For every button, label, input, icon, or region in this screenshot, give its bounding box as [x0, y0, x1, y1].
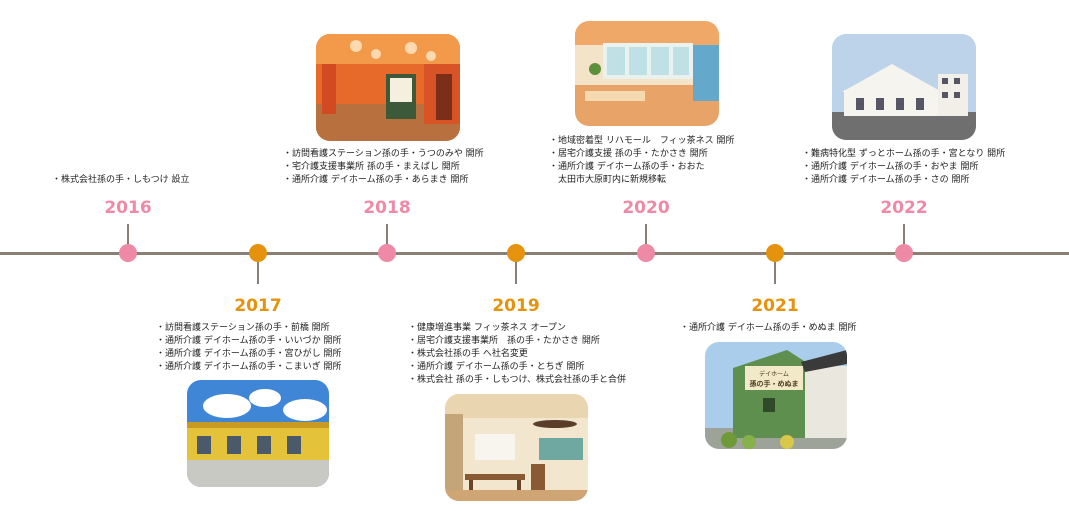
photo-2020-room [575, 21, 719, 126]
photo-2019-interior [445, 394, 588, 501]
event-item: ・通所介護 デイホーム孫の手・めぬま 開所 [680, 323, 857, 333]
event-item: ・通所介護 デイホーム孫の手・あらまき 開所 [283, 175, 469, 185]
event-item: ・通所介護 デイホーム孫の手・こまいぎ 開所 [156, 362, 342, 372]
tick-2020 [645, 224, 647, 246]
event-item: ・通所介護 デイホーム孫の手・とちぎ 開所 [408, 362, 585, 372]
event-item: ・株式会社孫の手 へ社名変更 [408, 349, 528, 359]
tick-2018 [386, 224, 388, 246]
milestone-dot-2021 [766, 244, 784, 262]
event-item: ・難病特化型 ずっとホーム孫の手・宮となり 開所 [802, 149, 1006, 159]
event-item: ・訪問看護ステーション孫の手・うつのみや 開所 [283, 149, 484, 159]
milestone-dot-2019 [507, 244, 525, 262]
events-2017: ・訪問看護ステーション孫の手・前橋 開所 ・通所介護 デイホーム孫の手・いいづか… [156, 322, 341, 374]
milestone-dot-2016 [119, 244, 137, 262]
event-item: 太田市大原町内に新規移転 [549, 175, 667, 185]
photo-2021-building: デイホーム 孫の手・めぬま [705, 342, 847, 449]
event-item: ・健康増進事業 フィッ茶ネス オープン [408, 323, 567, 333]
event-item: ・株式会社 孫の手・しもつけ、株式会社孫の手と合併 [408, 375, 627, 385]
tick-2017 [257, 262, 259, 284]
events-2021: ・通所介護 デイホーム孫の手・めぬま 開所 [680, 322, 856, 335]
milestone-dot-2017 [249, 244, 267, 262]
event-item: ・訪問看護ステーション孫の手・前橋 開所 [156, 323, 330, 333]
event-item: ・通所介護 デイホーム孫の手・おおた [549, 162, 705, 172]
event-item: ・株式会社孫の手・しもつけ 設立 [52, 175, 190, 185]
tick-2016 [127, 224, 129, 246]
photo-2022-building [832, 34, 976, 140]
milestone-dot-2020 [637, 244, 655, 262]
year-label-2017: 2017 [234, 296, 282, 316]
year-label-2018: 2018 [363, 198, 411, 218]
events-2022: ・難病特化型 ずっとホーム孫の手・宮となり 開所 ・通所介護 デイホーム孫の手・… [802, 148, 1005, 187]
year-label-2019: 2019 [492, 296, 540, 316]
tick-2022 [903, 224, 905, 246]
sign-text-line2: 孫の手・めぬま [750, 379, 799, 388]
events-2018: ・訪問看護ステーション孫の手・うつのみや 開所 ・宅介護支援事業所 孫の手・まえ… [283, 148, 484, 187]
event-item: ・通所介護 デイホーム孫の手・宮ひがし 開所 [156, 349, 342, 359]
year-label-2021: 2021 [751, 296, 799, 316]
event-item: ・通所介護 デイホーム孫の手・おやま 開所 [802, 162, 979, 172]
photo-2017-building [187, 380, 329, 487]
event-item: ・通所介護 デイホーム孫の手・さの 開所 [802, 175, 970, 185]
events-2019: ・健康増進事業 フィッ茶ネス オープン ・居宅介護支援事業所 孫の手・たかさき … [408, 322, 626, 387]
sign-text-line1: デイホーム [759, 370, 789, 378]
timeline-axis [0, 252, 1069, 255]
events-2020: ・地域密着型 リハモール フィッ茶ネス 開所 ・居宅介護支援 孫の手・たかさき … [549, 135, 735, 187]
event-item: ・地域密着型 リハモール フィッ茶ネス 開所 [549, 136, 735, 146]
year-label-2016: 2016 [104, 198, 152, 218]
tick-2021 [774, 262, 776, 284]
year-label-2022: 2022 [880, 198, 928, 218]
milestone-dot-2022 [895, 244, 913, 262]
year-label-2020: 2020 [622, 198, 670, 218]
event-item: ・居宅介護支援 孫の手・たかさき 開所 [549, 149, 708, 159]
event-item: ・宅介護支援事業所 孫の手・まえばし 開所 [283, 162, 460, 172]
events-2016: ・株式会社孫の手・しもつけ 設立 [52, 174, 190, 187]
tick-2019 [515, 262, 517, 284]
sign-board [745, 366, 803, 390]
milestone-dot-2018 [378, 244, 396, 262]
event-item: ・居宅介護支援事業所 孫の手・たかさき 開所 [408, 336, 600, 346]
photo-2018-interior [316, 34, 460, 141]
event-item: ・通所介護 デイホーム孫の手・いいづか 開所 [156, 336, 342, 346]
